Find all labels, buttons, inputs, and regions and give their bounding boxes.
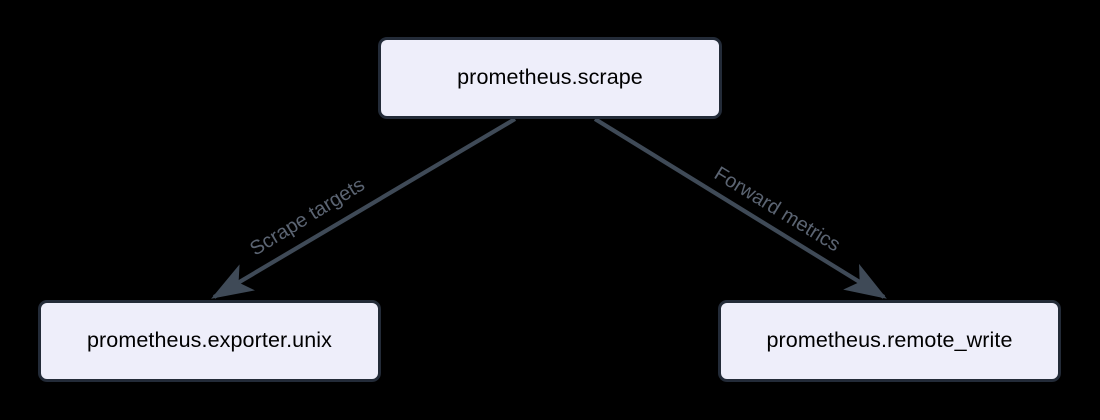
node-label: prometheus.scrape — [457, 65, 643, 90]
node-label: prometheus.remote_write — [766, 328, 1013, 353]
node-label: prometheus.exporter.unix — [86, 328, 332, 353]
node-prometheus-exporter-unix[interactable]: prometheus.exporter.unix — [38, 300, 381, 382]
node-prometheus-remote-write[interactable]: prometheus.remote_write — [718, 300, 1061, 382]
edge-scrape-to-exporter-unix — [211, 117, 517, 299]
edge-scrape-to-remote-write — [593, 117, 887, 299]
node-prometheus-scrape[interactable]: prometheus.scrape — [378, 37, 722, 119]
